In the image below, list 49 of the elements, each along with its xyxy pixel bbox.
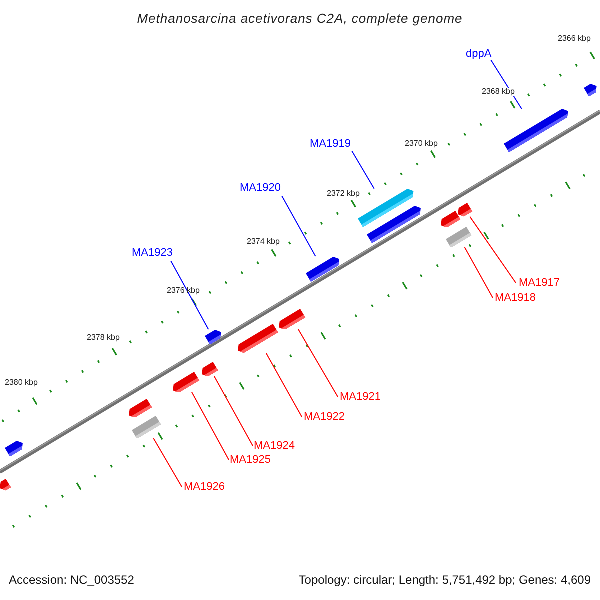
leader-line <box>192 392 230 460</box>
leader-line <box>298 328 338 398</box>
info-text: Accession: NC_003552 <box>9 574 134 586</box>
scale-label: 2368 kbp <box>482 88 515 96</box>
gene-block <box>0 479 11 491</box>
gene-block <box>238 324 278 354</box>
gene-block <box>584 84 598 96</box>
gene-label: MA1919 <box>310 138 351 151</box>
gene-label: MA1924 <box>254 440 295 453</box>
gene-block <box>204 330 221 344</box>
info-text: Topology: circular; Length: 5,751,492 bp; Genes: 4,609 <box>298 574 591 586</box>
gene-block <box>306 256 340 282</box>
gene-block <box>458 203 473 217</box>
title: Methanosarcina acetivorans C2A, complete genome <box>136 10 464 28</box>
gene-label: MA1918 <box>495 292 536 305</box>
gene-block <box>132 416 162 438</box>
scale-label: 2374 kbp <box>247 238 280 246</box>
gene-block <box>202 362 218 376</box>
scale-label: 2380 kbp <box>5 379 38 387</box>
gene-block <box>441 210 462 228</box>
gene-block <box>366 206 421 244</box>
leader-line <box>464 246 494 298</box>
scale-label: 2372 kbp <box>327 190 360 198</box>
gene-label: MA1917 <box>519 277 560 290</box>
gene-block <box>128 398 152 418</box>
gene-block <box>446 226 472 248</box>
leader-line <box>153 438 182 488</box>
scale-label: 2376 kbp <box>167 287 200 295</box>
gene-block <box>4 441 23 457</box>
gene-label: MA1920 <box>240 182 281 195</box>
gene-label: dppA <box>466 48 492 61</box>
leader-line <box>490 60 523 110</box>
leader-line <box>282 196 316 258</box>
leader-line <box>214 376 254 446</box>
leader-line <box>266 353 302 418</box>
leader-line <box>170 260 210 330</box>
gene-block <box>279 308 306 330</box>
gene-label: MA1921 <box>340 391 381 404</box>
gene-label: MA1923 <box>132 247 173 260</box>
leader-line <box>470 216 516 284</box>
gene-label: MA1922 <box>304 411 345 424</box>
leader-line <box>352 150 375 190</box>
gene-block <box>504 109 568 153</box>
scale-label: 2366 kbp <box>558 35 591 43</box>
scale-label: 2378 kbp <box>87 334 120 342</box>
gene-block <box>173 372 200 392</box>
gene-label: MA1926 <box>184 481 225 494</box>
scale-label: 2370 kbp <box>405 140 438 148</box>
gene-label: MA1925 <box>230 454 271 467</box>
